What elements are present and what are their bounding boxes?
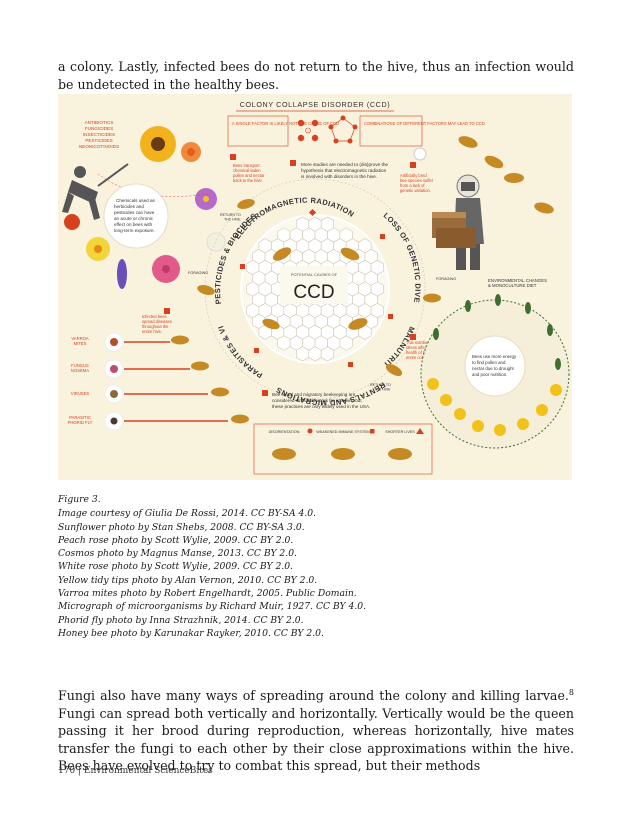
ccd-infographic: COLONY COLLAPSE DISORDER (CCD) A SINGLE … xyxy=(58,94,572,480)
svg-text:SHORTER LIVES: SHORTER LIVES xyxy=(385,430,415,434)
svg-text:Bee rental and migratory beeke: Bee rental and migratory beekeeping arec… xyxy=(272,392,370,409)
foraging-right-label: FORAGING xyxy=(436,277,456,281)
flower-tidy-tips-icon xyxy=(86,237,110,261)
svg-text:ANTIBIOTICS: ANTIBIOTICS xyxy=(85,120,114,125)
figure-caption: Figure 3. Image courtesy of Giulia De Ro… xyxy=(58,493,574,640)
single-factor-box: A SINGLE FACTOR IS LIKELY NOT THE CAUSE … xyxy=(227,115,339,147)
top-paragraph: a colony. Lastly, infected bees do not r… xyxy=(58,59,574,92)
flower-cosmos-icon xyxy=(195,188,217,210)
comb-cell xyxy=(320,346,335,362)
svg-text:VIRUSES: VIRUSES xyxy=(71,391,90,396)
svg-text:DISORIENTATION: DISORIENTATION xyxy=(269,430,300,434)
page-footer: 170 | Environmental ScienceBites xyxy=(58,766,213,776)
flower-white-rose-icon xyxy=(206,232,226,252)
ccd-label: CCD xyxy=(293,282,334,303)
emr-note: More studies are needed to (dis)prove th… xyxy=(290,160,388,179)
flower-lavender-icon xyxy=(117,259,127,289)
bottom-paragraph: Fungi also have many ways of spreading a… xyxy=(58,687,574,775)
credit-line: Varroa mites photo by Robert Engelhardt,… xyxy=(58,588,357,600)
effects-legend: DISORIENTATION WEAKENED IMMUNE SYSTEM SH… xyxy=(253,423,433,475)
combinations-box: COMBINATIONS OF DIFFERENT FACTORS MAY LE… xyxy=(328,115,485,147)
credit-line: White rose photo by Scott Wylie, 2009. C… xyxy=(58,561,293,573)
credit-line: Image courtesy of Giulia De Rossi, 2014.… xyxy=(58,508,317,520)
credit-line: Yellow tidy tips photo by Alan Vernon, 2… xyxy=(58,574,318,586)
svg-text:ENVIRONMENTAL CHANGES& MONOCUL: ENVIRONMENTAL CHANGES& MONOCULTURE DIET xyxy=(488,278,547,288)
credit-line: Peach rose photo by Scott Wylie, 2009. C… xyxy=(58,534,294,546)
infographic-title: COLONY COLLAPSE DISORDER (CCD) xyxy=(240,100,390,109)
flying-bees xyxy=(197,136,554,376)
footnote-ref[interactable]: 8 xyxy=(568,687,574,697)
chemicals-list: ANTIBIOTICS FUNGICIDES INSECTICIDES PEST… xyxy=(79,120,119,149)
flower-dahlia-icon xyxy=(152,255,180,283)
flower-rose-icon xyxy=(181,142,201,162)
credit-line: Honey bee photo by Karunakar Rayker, 201… xyxy=(58,627,324,639)
svg-text:PESTICIDES: PESTICIDES xyxy=(85,138,112,143)
bee-icon xyxy=(262,247,368,330)
svg-text:FUNGICIDES: FUNGICIDES xyxy=(85,126,113,131)
figure-label: Figure 3. xyxy=(58,494,101,505)
credit-line: Sunflower photo by Stan Shebs, 2008. CC … xyxy=(58,521,305,533)
svg-text:COMBINATIONS OF DIFFERENT FACT: COMBINATIONS OF DIFFERENT FACTORS MAY LE… xyxy=(364,121,485,126)
svg-text:NEONICOTINOIDS: NEONICOTINOIDS xyxy=(79,144,119,149)
svg-text:More studies are needed to (di: More studies are needed to (dis)prove th… xyxy=(301,162,388,179)
svg-text:INSECTICIDES: INSECTICIDES xyxy=(83,132,115,137)
sprayer-person-icon xyxy=(62,163,129,220)
credit-line: Micrograph of microorganisms by Richard … xyxy=(58,601,367,613)
credit-line: Cosmos photo by Magnus Manse, 2013. CC B… xyxy=(58,548,297,560)
paragraph-text: Fungi also have many ways of spreading a… xyxy=(58,688,569,703)
environment-circle: ENVIRONMENTAL CHANGES& MONOCULTURE DIET … xyxy=(420,278,570,449)
svg-text:A SINGLE FACTOR IS LIKELY NOT: A SINGLE FACTOR IS LIKELY NOT THE CAUSE … xyxy=(232,121,339,126)
flower-red-icon xyxy=(64,214,80,230)
beekeeper-icon xyxy=(413,147,484,270)
foraging-left-label: FORAGING xyxy=(188,271,208,275)
paragraph-text: Fungi can spread both vertically and hor… xyxy=(58,705,574,774)
svg-text:WEAKENED IMMUNE SYSTEM: WEAKENED IMMUNE SYSTEM xyxy=(316,430,369,434)
comb-cell xyxy=(339,335,353,351)
potential-causes-label: POTENTIAL CAUSES OF xyxy=(291,272,338,277)
flower-sunflower-icon xyxy=(140,126,176,162)
credit-line: Phorid fly photo by Inna Strazhnik, 2014… xyxy=(58,614,304,626)
